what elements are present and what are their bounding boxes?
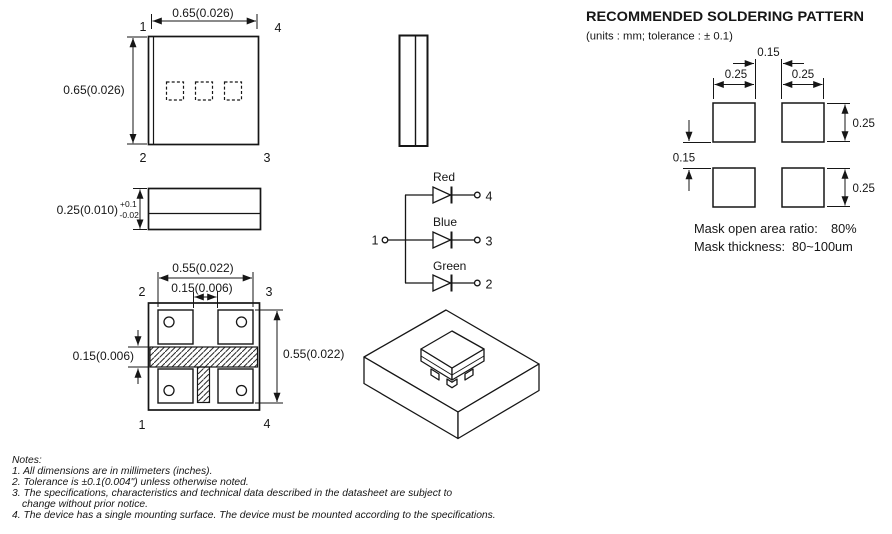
pad-bottom-left: [157, 368, 194, 404]
terminal-pin4: [473, 191, 481, 199]
hatched-slug-stem: [196, 366, 211, 404]
soldering-gap-v-label: 0.15: [673, 153, 695, 165]
pad-mark: [163, 384, 175, 397]
chip-foot: [464, 368, 474, 381]
solder-pad-top-right: [781, 102, 825, 143]
top-view-pin3: 3: [264, 151, 271, 165]
terminal-pin2: [473, 279, 481, 287]
soldering-pattern-drawing: [683, 59, 850, 208]
soldering-title: RECOMMENDED SOLDERING PATTERN: [586, 8, 864, 24]
circuit-red-label: Red: [433, 170, 455, 184]
diode-green: [432, 273, 453, 293]
bottom-view-span-label: 0.55(0.022): [172, 261, 233, 275]
pad-top-left: [157, 309, 194, 345]
note-line: 4. The device has a single mounting surf…: [12, 509, 496, 521]
pad-mark: [163, 316, 175, 328]
package-side-view: [133, 187, 262, 231]
notes: Notes: 1. All dimensions are in millimet…: [12, 455, 632, 521]
chip-top-face: [420, 330, 485, 369]
bottom-view-pin1: 1: [139, 418, 146, 432]
bottom-view-gap-label: 0.15(0.006): [171, 281, 232, 295]
bottom-view-right-span-label: 0.55(0.022): [283, 347, 344, 361]
diode-red: [432, 185, 453, 205]
solder-pad-bottom-left: [712, 167, 756, 208]
pad-bottom-right: [217, 368, 254, 404]
perspective-view: [363, 309, 540, 440]
side-view-tolerance-minus: -0.02: [120, 210, 140, 220]
terminal-pin3: [473, 236, 481, 244]
circuit-pin2-label: 2: [486, 278, 493, 292]
substrate-right-face: [457, 363, 540, 440]
bottom-view-left-gap-label: 0.15(0.006): [73, 349, 134, 363]
circuit-green-label: Green: [433, 259, 466, 273]
solder-pad-top-left: [712, 102, 756, 143]
soldering-gap-h-label: 0.15: [757, 47, 779, 59]
soldering-subtitle: (units : mm; tolerance : ± 0.1): [586, 31, 733, 43]
circuit-pin3-label: 3: [486, 235, 493, 249]
mask-ratio-label: Mask open area ratio:: [694, 221, 818, 236]
led-die-outline: [194, 81, 214, 101]
chip-foot: [430, 368, 440, 381]
bottom-view-pin4: 4: [264, 417, 271, 431]
circuit-pin1-label: 1: [372, 234, 379, 248]
circuit-blue-label: Blue: [433, 215, 457, 229]
soldering-height-bottom-label: 0.25: [853, 183, 875, 195]
circuit-diagram: [381, 185, 481, 293]
note-line: 1. All dimensions are in millimeters (in…: [12, 465, 213, 477]
diode-blue: [432, 230, 453, 250]
top-view-pin1: 1: [140, 20, 147, 34]
mask-thickness-label: Mask thickness:: [694, 239, 785, 254]
soldering-height-top-label: 0.25: [853, 118, 875, 130]
led-die-outline: [223, 81, 243, 101]
circuit-pin4-label: 4: [486, 190, 493, 204]
package-bottom-view: [128, 272, 283, 411]
top-view-pin2: 2: [140, 151, 147, 165]
solder-pad-bottom-right: [781, 167, 825, 208]
chip-foot: [446, 378, 458, 389]
mask-thickness-value: 80~100um: [792, 239, 853, 254]
bottom-view-pin2: 2: [139, 285, 146, 299]
side-view-thickness-label: 0.25(0.010): [57, 203, 118, 217]
soldering-width-right-label: 0.25: [792, 69, 814, 81]
package-top-view: [127, 14, 260, 146]
pad-mark: [235, 384, 248, 397]
note-line: 3. The specifications, characteristics a…: [12, 487, 453, 499]
notes-heading: Notes:: [12, 455, 42, 466]
top-view-pin4: 4: [275, 21, 282, 35]
soldering-width-left-label: 0.25: [725, 69, 747, 81]
package-end-view: [398, 34, 429, 147]
side-view-tolerance-plus: +0.1: [120, 199, 137, 209]
bottom-view-pin3: 3: [266, 285, 273, 299]
mask-ratio-value: 80%: [831, 221, 857, 236]
note-line-continuation: change without prior notice.: [22, 498, 148, 510]
note-line: 2. Tolerance is ±0.1(0.004") unless othe…: [12, 476, 249, 488]
led-die-outline: [165, 81, 185, 101]
terminal-pin1: [381, 236, 389, 244]
pad-mark: [235, 316, 248, 328]
top-view-height-label: 0.65(0.026): [63, 83, 124, 97]
pad-top-right: [217, 309, 254, 345]
hatched-slug-band: [149, 346, 259, 368]
top-view-width-label: 0.65(0.026): [172, 6, 233, 20]
